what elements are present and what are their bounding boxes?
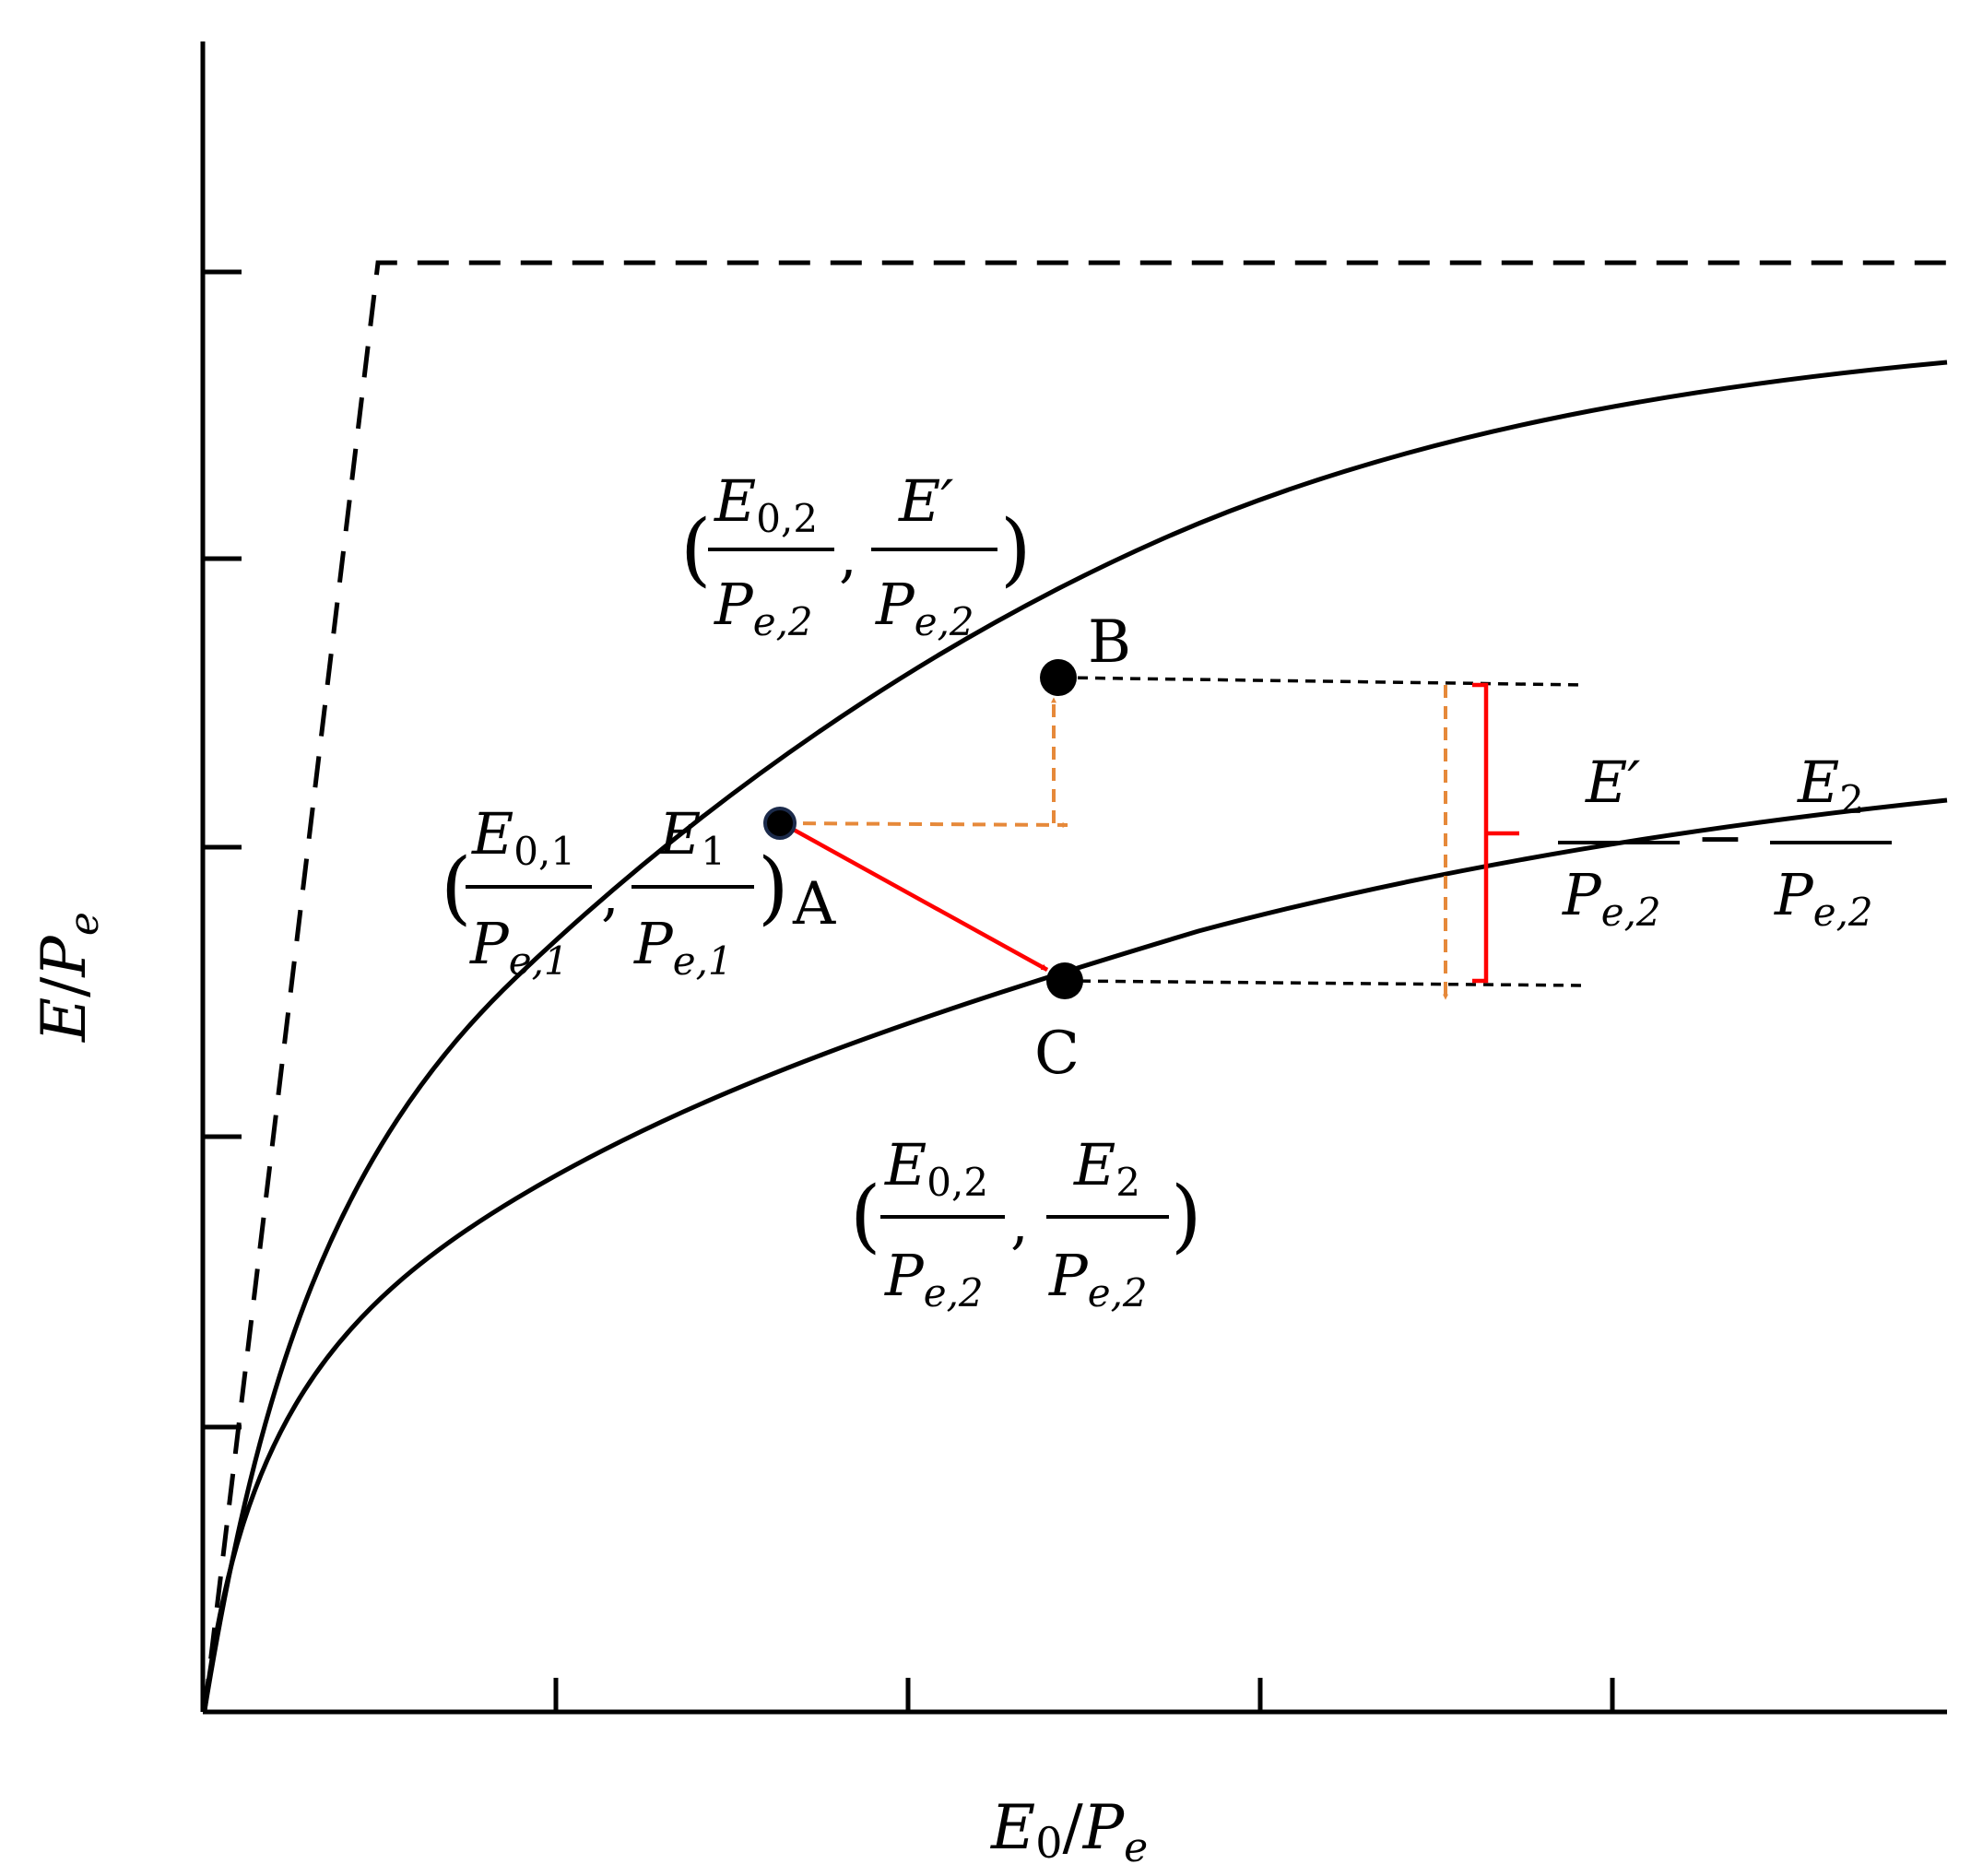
guide-line-C — [1062, 979, 1585, 987]
x-axis-label: E0/Pe — [990, 1792, 1148, 1871]
coord-close-paren: ) — [1171, 1170, 1202, 1262]
coord-open-paren: ( — [680, 503, 712, 596]
difference-right-denominator: Pe,2 — [1774, 861, 1873, 935]
coord-y-numerator: E1 — [658, 800, 726, 874]
difference-bracket — [1472, 682, 1519, 984]
coord-y-numerator: E2 — [1073, 1131, 1140, 1205]
point-A-coordinates: ( E0,1 Pe,1 , E1 Pe,1 ) — [441, 800, 789, 984]
coord-y-denominator: Pe,1 — [633, 910, 733, 984]
upper-curve — [202, 360, 1948, 1711]
difference-left-denominator: Pe,2 — [1562, 861, 1661, 935]
point-B-label: B — [1088, 608, 1131, 677]
coord-comma: , — [601, 861, 620, 928]
coord-y-denominator: Pe,2 — [875, 571, 974, 644]
point-C-marker — [1046, 962, 1083, 999]
coord-comma: , — [1010, 1189, 1029, 1257]
coord-x-numerator: E0,2 — [884, 1131, 988, 1205]
point-B-coordinates: ( E0,2 Pe,2 , E′ Pe,2 ) — [680, 467, 1032, 644]
upper-bound-dashed-line — [202, 260, 1947, 1711]
y-axis-label: E/Pe — [29, 912, 108, 1043]
point-B-marker — [1040, 659, 1077, 696]
point-C-label: C — [1034, 1020, 1080, 1088]
coord-x-numerator: E0,2 — [714, 467, 818, 541]
coord-comma: , — [839, 523, 857, 590]
point-A-label: A — [792, 870, 836, 938]
guide-line-B — [1059, 676, 1585, 687]
difference-minus-sign: − — [1696, 804, 1744, 871]
difference-left-numerator: E′ — [1585, 749, 1640, 816]
coord-y-numerator: E′ — [898, 467, 953, 535]
transition-arrow-A-to-C — [782, 822, 1049, 972]
coord-x-numerator: E0,1 — [471, 800, 575, 874]
coord-x-denominator: Pe,1 — [469, 910, 569, 984]
coord-close-paren: ) — [758, 842, 789, 934]
horizontal-move-arrow — [781, 821, 1068, 828]
coord-close-paren: ) — [1000, 503, 1032, 596]
coord-x-denominator: Pe,2 — [714, 571, 813, 644]
point-A-marker — [763, 807, 797, 840]
difference-right-numerator: E2 — [1797, 749, 1864, 822]
coord-open-paren: ( — [850, 1170, 881, 1262]
axes — [200, 41, 1947, 1715]
point-C-coordinates: ( E0,2 Pe,2 , E2 Pe,2 ) — [850, 1131, 1202, 1316]
coord-x-denominator: Pe,2 — [884, 1242, 984, 1316]
difference-expression: E′ Pe,2 − E2 Pe,2 — [1558, 749, 1892, 935]
coord-y-denominator: Pe,2 — [1048, 1242, 1148, 1316]
